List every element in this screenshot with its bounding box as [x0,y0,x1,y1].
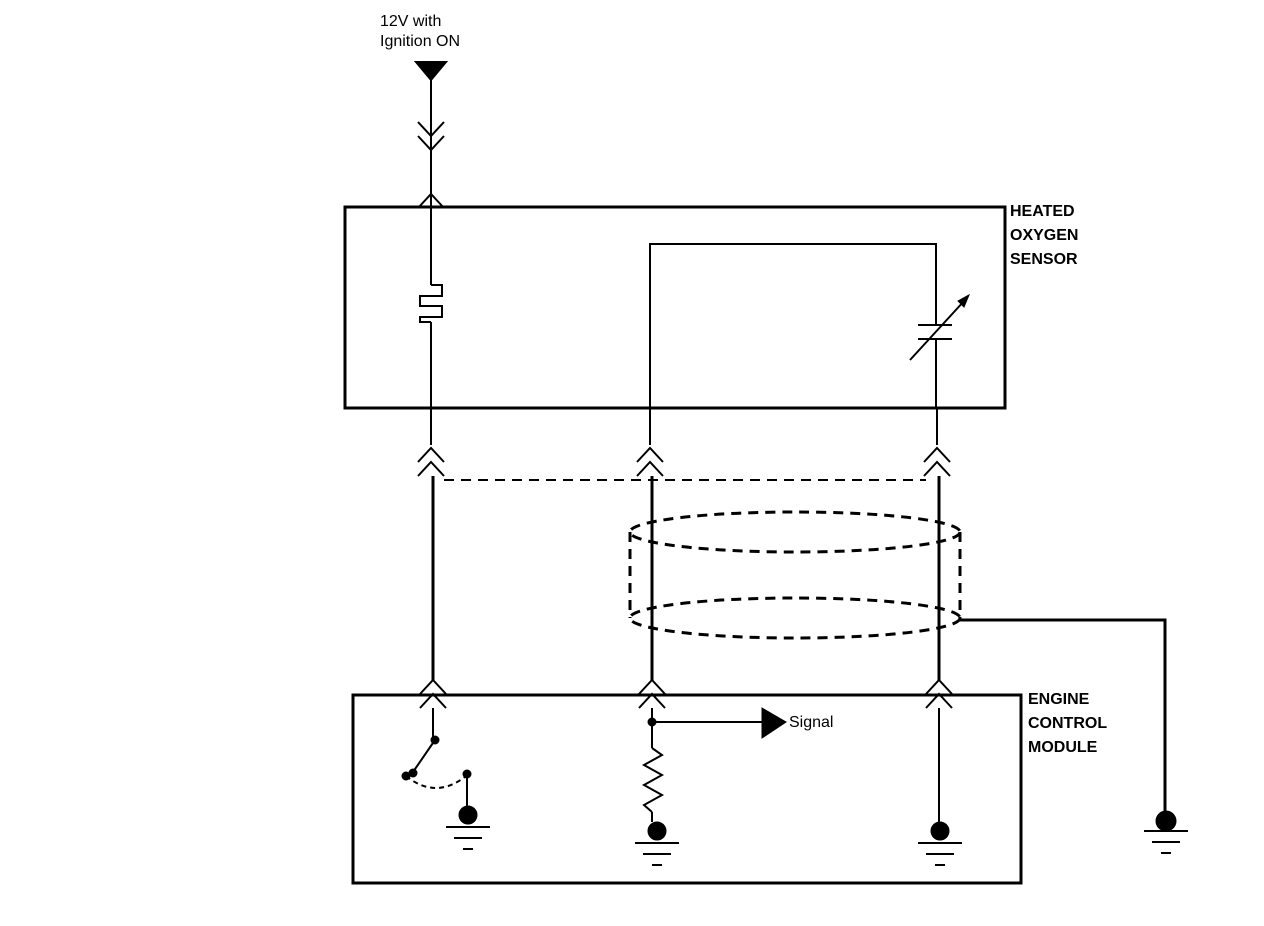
shield-bottom-ellipse [628,596,962,640]
shield-top-ellipse [628,510,962,554]
switch-dashed-link [405,775,467,789]
ecm-label-line3: MODULE [1028,739,1098,756]
ecm-box [351,693,1023,885]
variable-arrow-shaft [909,299,966,361]
heater-element-icon [419,284,443,323]
sensor-connector-3 [923,446,951,463]
sensor-block-label: HEATED OXYGEN SENSOR [1010,200,1078,272]
supply-label-line1: 12V with [380,13,442,30]
return-ground-dot [930,821,950,841]
sensor-label-line2: OXYGEN [1010,227,1079,244]
shield-ground-dot [1155,810,1177,832]
ecm-block-label: ENGINE CONTROL MODULE [1028,688,1107,760]
supply-label: 12V with Ignition ON [380,12,460,52]
sensor-label-line1: HEATED [1010,203,1075,220]
switch-ground-dot [458,805,478,825]
ecm-connector-1 [419,678,447,695]
ecm-label-line2: CONTROL [1028,715,1108,732]
cable-shield [628,510,962,640]
sensor-connector-2 [636,446,664,463]
supply-terminal-arrow [413,61,449,82]
sensor-connector-1 [417,446,445,463]
heated-oxygen-sensor [343,205,1007,410]
ecm-connector-3 [925,678,953,695]
switch-blade [412,739,436,773]
sensor-box [343,205,1007,410]
ecm-label-line1: ENGINE [1028,691,1090,708]
shield-drain-wire [960,618,1167,815]
engine-control-module [351,693,1023,885]
sensor-signal-loop [649,243,937,408]
harness-wires [417,408,953,709]
shield-drain [960,618,1188,854]
ecm-connector-2 [638,678,666,695]
sensor-heater-connector [417,192,445,209]
signal-label: Signal [789,714,834,731]
supply-feed [413,61,449,209]
resistor-icon [641,747,665,813]
supply-connector-lower [417,135,445,152]
sensor-label-line3: SENSOR [1010,251,1078,268]
resistor-ground-dot [647,821,667,841]
supply-connector-upper [417,121,445,138]
signal-arrow-icon [761,707,787,739]
variable-arrow-head-icon [957,293,971,308]
supply-label-line2: Ignition ON [380,33,461,50]
